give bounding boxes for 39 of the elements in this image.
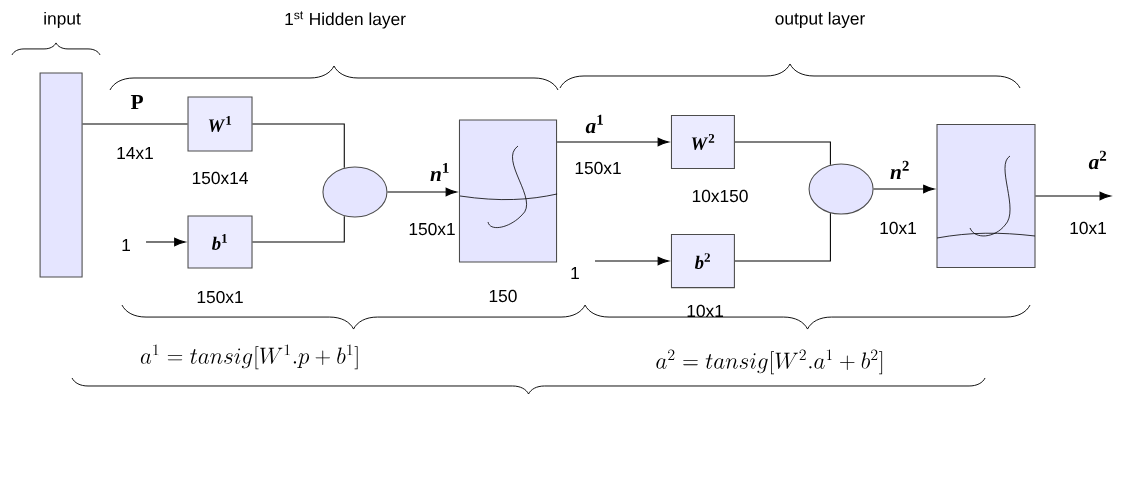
input-bar bbox=[39, 72, 83, 278]
dimension-label: 150x1 bbox=[409, 222, 455, 236]
input-label: 1 bbox=[571, 267, 579, 279]
weight-box: b$^{2}$ bbox=[670, 234, 735, 289]
transfer-box bbox=[936, 124, 1036, 268]
edge-label: a$^{2}$ bbox=[1088, 150, 1107, 170]
dimension-label: 10x1 bbox=[687, 304, 724, 318]
arrow bbox=[873, 184, 935, 194]
input-label: 1 bbox=[122, 239, 130, 251]
connector-line bbox=[734, 212, 831, 262]
edge-label: n$^{2}$ bbox=[890, 160, 909, 180]
arrow bbox=[145, 237, 186, 247]
summing-circle bbox=[322, 166, 388, 218]
edge-label: n$^{1}$ bbox=[430, 162, 449, 182]
connector-line bbox=[252, 215, 345, 243]
connector-line bbox=[82, 123, 188, 125]
dimension-label: 150x1 bbox=[197, 290, 243, 304]
transfer-box bbox=[458, 119, 558, 263]
equation: $a^{2}=tansig[W^{2}.a^{1}+b^{2}]$ bbox=[656, 349, 883, 375]
arrow bbox=[386, 187, 458, 197]
weight-box: W$^{2}$ bbox=[670, 114, 735, 170]
dimension-label: 10x1 bbox=[880, 221, 916, 235]
edge-label: a$^{1}$ bbox=[585, 114, 603, 134]
summing-circle bbox=[808, 163, 874, 215]
weight-box: b$^{1}$ bbox=[187, 215, 253, 269]
layer-title: output layer bbox=[775, 11, 865, 29]
layer-title: 1$^{st}$ Hidden layer bbox=[285, 11, 406, 29]
arrow bbox=[1035, 191, 1112, 201]
arrow bbox=[556, 137, 670, 147]
dimension-label: 10x150 bbox=[692, 189, 748, 203]
dimension-label: 150x14 bbox=[192, 171, 248, 185]
weight-box: W$^{1}$ bbox=[187, 96, 253, 152]
dimension-label: 14x1 bbox=[117, 147, 153, 159]
arrow bbox=[594, 256, 670, 266]
connector-line bbox=[252, 123, 345, 169]
dimension-label: 150 bbox=[489, 289, 517, 303]
edge-label: P bbox=[130, 95, 143, 109]
equation: $a^{1}=tansig[W^{1}.p+b^{1}]$ bbox=[140, 344, 358, 370]
connector-line bbox=[734, 141, 831, 166]
